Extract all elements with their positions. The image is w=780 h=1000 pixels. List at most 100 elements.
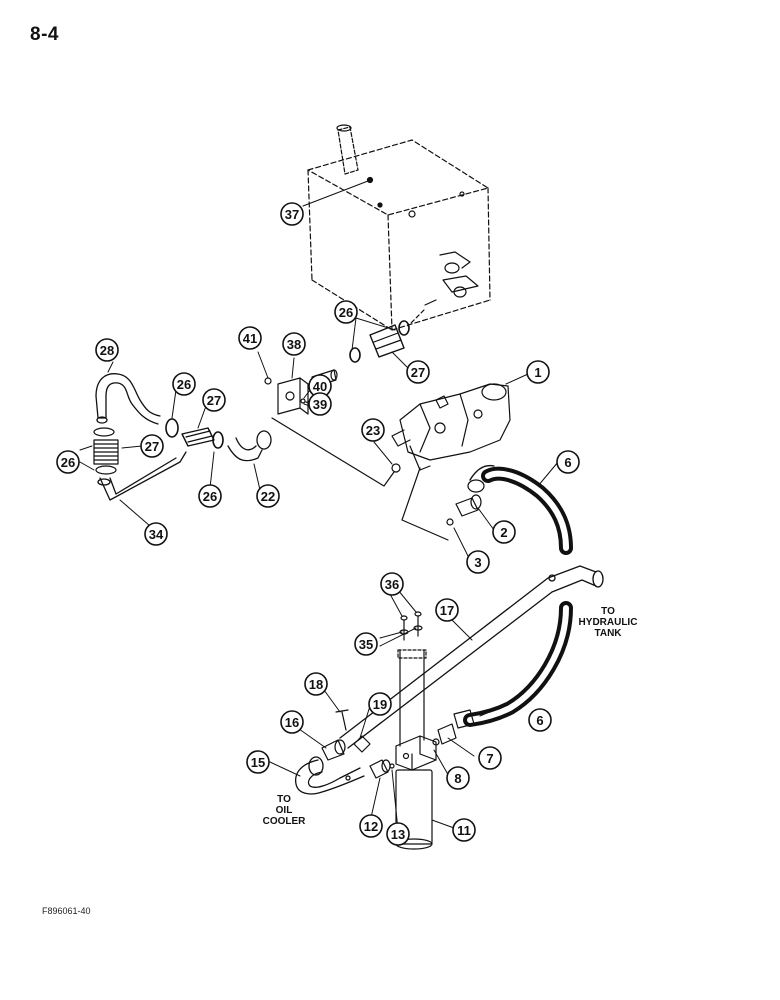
callout-circle — [202, 388, 226, 412]
callout-circle — [95, 338, 119, 362]
callout-circle — [368, 692, 392, 716]
callout-number: 13 — [391, 827, 405, 842]
callout-c15: 15 — [246, 750, 270, 774]
lower-return-tube — [97, 451, 187, 501]
callout-number: 28 — [100, 343, 114, 358]
callout-number: 6 — [564, 455, 571, 470]
callout-circle — [478, 746, 502, 770]
callout-c28: 28 — [95, 338, 119, 362]
callout-circle — [238, 326, 262, 350]
callout-number: 35 — [359, 637, 373, 652]
callout-c6-top: 6 — [556, 450, 580, 474]
callout-circle — [526, 360, 550, 384]
callout-c27-a: 27 — [202, 388, 226, 412]
callout-number: 26 — [339, 305, 353, 320]
callout-circle — [386, 822, 410, 846]
callout-number: 22 — [261, 489, 275, 504]
callout-circle — [528, 708, 552, 732]
callout-c26-c: 26 — [198, 484, 222, 508]
leader-lines — [79, 180, 559, 831]
callout-circle — [359, 814, 383, 838]
callout-number: 1 — [534, 365, 541, 380]
callout-number: 38 — [287, 337, 301, 352]
callout-circle — [304, 672, 328, 696]
pressure-hose-lower — [453, 601, 573, 729]
callout-number: 36 — [385, 577, 399, 592]
callout-c1: 1 — [526, 360, 550, 384]
callout-circle — [492, 520, 516, 544]
callout-c12: 12 — [359, 814, 383, 838]
callout-c26-a: 26 — [172, 372, 196, 396]
callout-number: 12 — [364, 819, 378, 834]
tube-clamp — [335, 709, 371, 753]
callout-circle — [406, 360, 430, 384]
callout-c27-b: 27 — [140, 434, 164, 458]
destination-hydraulic-tank-line: TO — [601, 606, 615, 617]
callout-number: 2 — [500, 525, 507, 540]
callout-number: 17 — [440, 603, 454, 618]
destination-oil-cooler-line: OIL — [276, 805, 293, 816]
callout-circle — [435, 598, 459, 622]
callout-number: 16 — [285, 715, 299, 730]
callout-number: 27 — [145, 439, 159, 454]
tank-hose-coupler — [349, 320, 410, 363]
callout-c35: 35 — [354, 632, 378, 656]
callout-c26-b: 26 — [56, 450, 80, 474]
callout-number: 26 — [203, 489, 217, 504]
callout-c36: 36 — [380, 572, 404, 596]
hydraulic-pump — [391, 383, 511, 471]
mounting-bolts — [399, 611, 423, 641]
callout-c41: 41 — [238, 326, 262, 350]
strainer-assembly — [93, 427, 119, 475]
middle-hose-coupler — [165, 418, 224, 449]
callout-c7: 7 — [478, 746, 502, 770]
callout-circle — [361, 418, 385, 442]
pilot-line — [271, 417, 395, 487]
callout-number: 41 — [243, 331, 257, 346]
callout-circle — [256, 484, 280, 508]
callout-c13: 13 — [386, 822, 410, 846]
tank-filler-neck — [336, 124, 465, 218]
callout-circle — [280, 710, 304, 734]
callout-circle — [172, 372, 196, 396]
figure-id: F896061-40 — [42, 906, 91, 916]
tank-outlet-fitting — [424, 251, 479, 306]
callout-c3: 3 — [466, 550, 490, 574]
hydraulic-tank — [307, 139, 491, 331]
pump-outlet-fitting — [446, 494, 482, 526]
callout-number: 8 — [454, 771, 461, 786]
callout-circle — [144, 522, 168, 546]
callout-number: 6 — [536, 713, 543, 728]
callout-circle — [556, 450, 580, 474]
callout-c17: 17 — [435, 598, 459, 622]
return-tube — [339, 565, 604, 749]
callout-circle — [56, 450, 80, 474]
callout-c27-tank: 27 — [406, 360, 430, 384]
callout-number: 26 — [177, 377, 191, 392]
callout-number: 15 — [251, 755, 265, 770]
callout-c22: 22 — [256, 484, 280, 508]
callout-c39: 39 — [308, 392, 332, 416]
callout-number: 40 — [313, 379, 327, 394]
callout-circle — [452, 818, 476, 842]
callout-number: 18 — [309, 677, 323, 692]
callout-c6-bottom: 6 — [528, 708, 552, 732]
callout-circle — [246, 750, 270, 774]
elbow-fitting — [227, 430, 272, 462]
callout-c38: 38 — [282, 332, 306, 356]
callout-number: 11 — [457, 823, 471, 838]
callout-circle — [198, 484, 222, 508]
callout-c37: 37 — [280, 202, 304, 226]
callout-number: 37 — [285, 207, 299, 222]
suction-hose — [95, 373, 161, 425]
callout-circle — [282, 332, 306, 356]
callout-circle — [280, 202, 304, 226]
callout-c19: 19 — [368, 692, 392, 716]
callout-number: 39 — [313, 397, 327, 412]
callout-c11: 11 — [452, 818, 476, 842]
callout-c34: 34 — [144, 522, 168, 546]
callout-c18: 18 — [304, 672, 328, 696]
